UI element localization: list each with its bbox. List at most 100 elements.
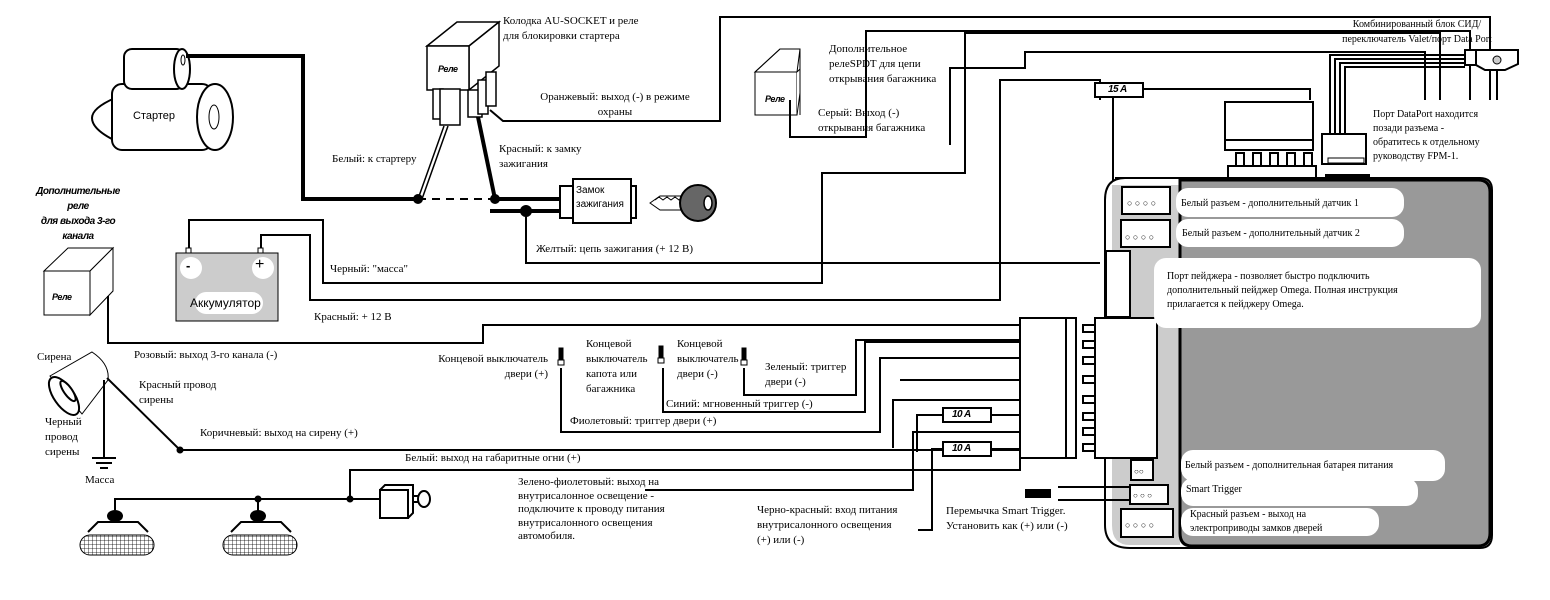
dome-light-icon [379,484,431,519]
junction-dot [176,446,184,454]
hood-trunk-switch-label: Концевой выключатель капота или багажник… [586,338,648,395]
led-module-caption: Комбинированный блок СИД/ переключатель … [1342,19,1492,45]
door-lock-connector: ○ ○ ○ ○ [1120,508,1174,538]
green-wire [743,339,1020,396]
starter-label: Стартер [133,110,176,122]
led-module-note: Порт DataPort находится позади разъема -… [1373,109,1480,162]
svg-text:○○: ○○ [1134,467,1144,476]
harness-wire [892,399,1020,448]
fuse-10a-1 [942,407,992,423]
green-violet-wire [645,431,1020,491]
battery-backup-connector: ○○ [1130,459,1154,481]
violet-wire [560,357,1020,433]
pager-port-label: Порт пейджера - позволяет быстро подключ… [1167,271,1398,310]
door-plus-switch-label: Концевой выключатель двери (+) [438,353,548,380]
blue-wire [662,341,1020,413]
trunk-relay-caption: Дополнительное релеSPDT для цепи открыва… [829,43,937,85]
brown-wire-label: Коричневый: выход на сирену (+) [200,427,358,439]
led-module-icon [1321,49,1519,165]
trunk-relay-label: Реле [765,94,785,104]
junction-dot [254,495,262,503]
aux-relay-caption: Дополнительные реле для выхода 3-го кана… [36,186,120,242]
main-harness-connector [1019,317,1158,459]
fuse-10a-wire-2 [918,448,1020,531]
sensor-1-label: Белый разъем - дополнительный датчик 1 [1181,198,1359,209]
sensor-2-label: Белый разъем - дополнительный датчик 2 [1182,228,1360,239]
sensor-connector-1: ○ ○ ○ ○ [1121,186,1171,215]
svg-text:○ ○ ○ ○: ○ ○ ○ ○ [1127,198,1156,208]
sensor-connector-2: ○ ○ ○ ○ [1120,219,1171,248]
key-icon [649,184,717,222]
blue-wire-label: Синий: мгновенный триггер (-) [666,398,813,410]
orange-wire [489,16,1491,122]
white-parking-label: Белый: выход на габаритные огни (+) [405,452,581,464]
starter-relay-icon [424,20,502,126]
pink-wire-label: Розовый: выход 3-го канала (-) [134,349,278,361]
orange-wire-label: Оранжевый: выход (-) в режиме охраны [540,91,690,118]
starter-relay-label: Реле [438,64,458,74]
parking-light-left-icon [79,510,155,556]
fuse-15a [1094,82,1144,98]
junction-dot [413,194,423,204]
fuse-10a-2-label: 10 A [952,443,971,454]
battery-label: Аккумулятор [190,296,261,310]
black-ground-wire [188,32,1441,284]
led-port [1325,174,1370,180]
starter-icon [90,48,234,151]
smart-trigger-label: Smart Trigger [1186,484,1242,495]
top-harness-connector [1224,101,1317,179]
smart-trigger-connector: ○ ○ ○ [1129,484,1169,505]
green-wire-label: Зеленый: триггер двери (-) [765,361,847,388]
white-starter-label: Белый: к стартеру [332,153,417,165]
black-ground-label: Черный: "масса" [330,263,409,275]
siren-icon [47,351,109,416]
ignition-label: Замок зажигания [576,185,624,210]
svg-text:○ ○ ○ ○: ○ ○ ○ ○ [1125,232,1154,242]
yellow-wire-label: Желтый: цепь зажигания (+ 12 В) [536,243,694,255]
port-pill [1154,258,1481,328]
parking-lights-wire [114,498,380,510]
smart-trigger-jumper [1025,489,1051,498]
svg-text:○ ○ ○ ○: ○ ○ ○ ○ [1125,520,1154,530]
port-pill [1176,219,1404,247]
jumper-label: Перемычка Smart Trigger. Установить как … [946,505,1068,532]
port-pill [1181,478,1418,506]
fuse-10a-1-label: 10 A [952,409,971,420]
siren-red-wire-label: Красный провод сирены [139,379,217,406]
port-pill [1181,450,1445,481]
door-lock-label: Красный разъем - выход на электроприводы… [1190,509,1323,534]
red-ignition-label: Красный: к замку зажигания [499,143,582,170]
door-switch-icons [557,345,748,366]
ground-label: Масса [85,474,115,486]
siren-black-wire-label: Черный провод сирены [45,416,82,458]
pink-wire [107,296,1020,344]
battery-icon [175,247,279,322]
port-pill [1181,508,1379,536]
white-parking-wire [349,446,1021,500]
yellow-wire [525,211,1100,264]
battery-plus-label: + [255,256,265,273]
black-red-label: Черно-красный: вход питания внутрисалонн… [757,504,898,546]
gray-trunk-wire [789,30,1471,138]
red-12v-label: Красный: + 12 В [314,311,392,323]
port-pill [1176,188,1404,217]
white-starter-wire [417,125,449,200]
gray-trunk-label: Серый: Выход (-) открывания багажника [818,107,926,134]
battery-minus-label: - [186,258,191,273]
aux-relay-icon [42,246,115,317]
siren-label: Сирена [37,351,72,363]
pager-port [1105,250,1131,318]
ignition-switch-icon [559,178,637,224]
gray-trunk-wire-2 [949,51,1426,145]
red-ignition-wire [476,116,497,200]
fuse-10a-wire-1 [916,414,1020,452]
door-minus-switch-label: Концевой выключатель двери (-) [677,338,739,380]
junction-dot [346,495,354,503]
parking-light-right-icon [222,510,298,556]
green-violet-label: Зелено-фиолетовый: выход на внутрисалонн… [518,476,665,542]
fuse-15a-label: 15 A [1108,84,1127,95]
aux-relay-label: Реле [52,292,72,302]
svg-text:○ ○ ○: ○ ○ ○ [1133,491,1152,500]
ground-icon [92,457,116,469]
battery-backup-label: Белый разъем - дополнительная батарея пи… [1185,460,1394,471]
